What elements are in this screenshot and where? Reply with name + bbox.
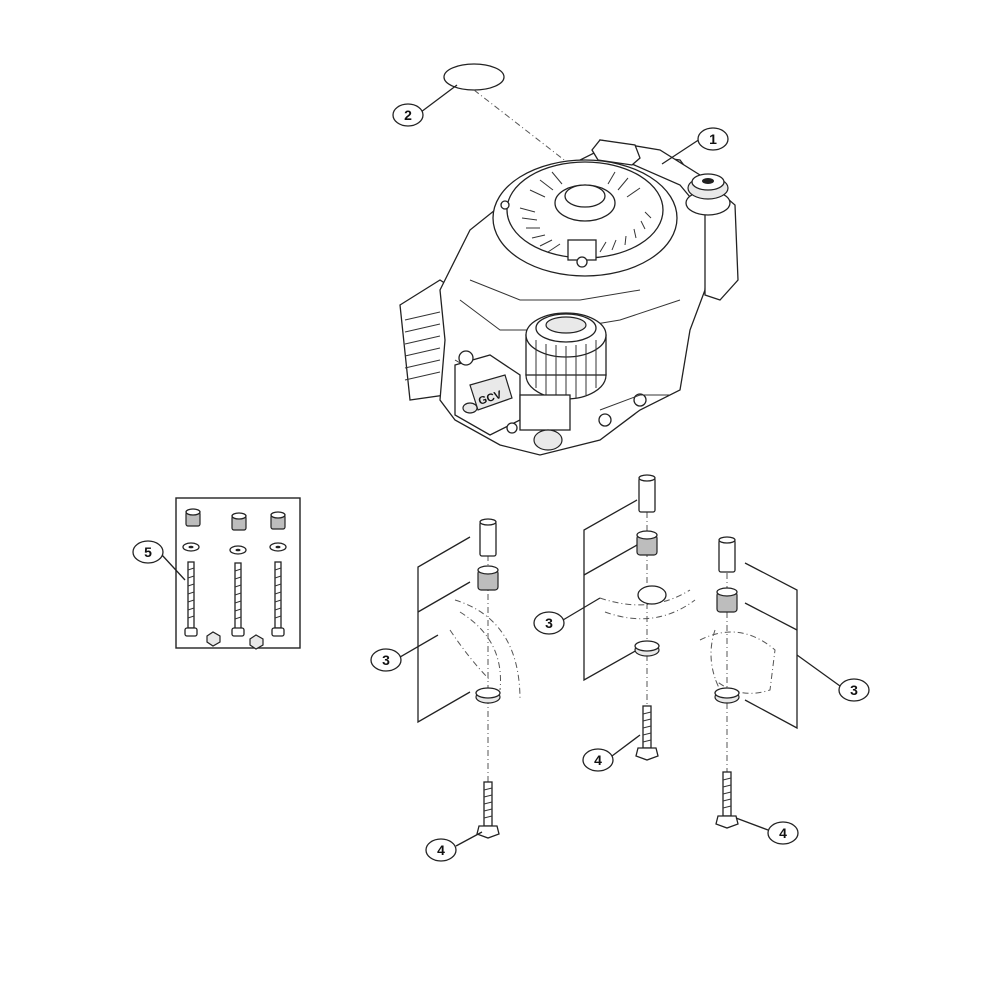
callout-4-left-label: 4: [437, 842, 445, 858]
callout-1: 1: [697, 127, 729, 151]
callout-3-right-label: 3: [850, 682, 858, 698]
part-1-engine: GCV: [399, 139, 739, 456]
callout-5-label: 5: [144, 544, 152, 560]
callout-2-label: 2: [404, 107, 412, 123]
kit-nut-3: [270, 511, 286, 530]
callout-3-middle-label: 3: [545, 615, 553, 631]
callout-4-left: 4: [425, 838, 457, 862]
part-3-mount-left: [417, 518, 521, 839]
callout-4-right: 4: [767, 821, 799, 845]
kit-bolt-1: [184, 561, 198, 637]
part-3-mount-right: [699, 536, 798, 829]
callout-4-right-label: 4: [779, 825, 787, 841]
callout-4-middle-label: 4: [594, 752, 602, 768]
callout-3-left-label: 3: [382, 652, 390, 668]
callout-4-middle: 4: [582, 748, 614, 772]
callout-1-label: 1: [709, 131, 717, 147]
part-5-bolt-kit: [175, 497, 301, 650]
part-3-mount-middle: [583, 474, 696, 761]
kit-bolt-3: [271, 561, 285, 637]
leader-lines: [161, 84, 841, 847]
callout-3-middle: 3: [533, 611, 565, 635]
callout-3-right: 3: [838, 678, 870, 702]
kit-nut-2: [231, 512, 247, 531]
callout-3-left: 3: [370, 648, 402, 672]
kit-nut-1: [185, 508, 201, 527]
callout-2: 2: [392, 103, 424, 127]
callout-5: 5: [132, 540, 164, 564]
kit-bolt-2: [231, 562, 245, 637]
